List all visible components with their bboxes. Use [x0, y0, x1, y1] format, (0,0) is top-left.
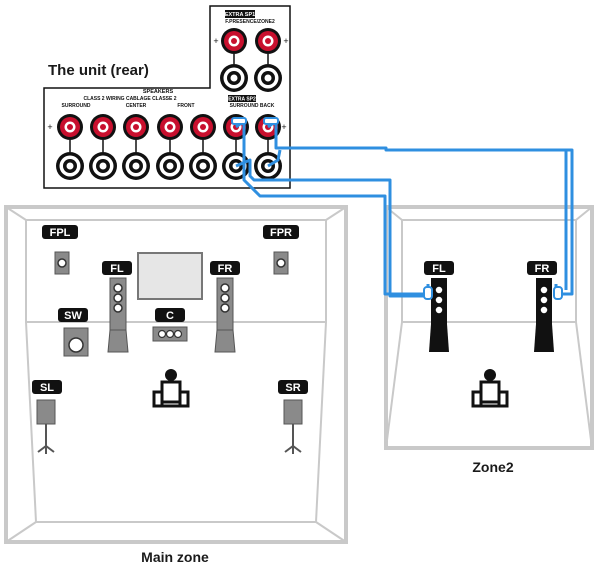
speaker-sl: SL — [32, 380, 62, 455]
zone2-speaker-fl: FL — [424, 261, 454, 353]
front-label: FRONT — [177, 103, 194, 109]
speaker-label-sw: SW — [64, 310, 82, 322]
speaker-label-sr: SR — [285, 382, 300, 394]
cable-zone2-fl-minus — [235, 158, 425, 298]
terminal-front-l-plus — [190, 114, 216, 140]
speakers-label: SPEAKERS — [143, 89, 174, 95]
speaker-fpl-icon — [54, 251, 70, 275]
speaker-fr-icon — [214, 277, 236, 353]
terminal-center-minus — [122, 152, 150, 180]
unit-plug-2 — [263, 117, 279, 125]
speaker-fl-icon — [107, 277, 129, 353]
speaker-c: C — [152, 308, 188, 342]
terminal-front-l-minus — [189, 152, 217, 180]
terminal-surround-l-plus — [90, 114, 116, 140]
tv-screen — [137, 252, 203, 300]
terminal-surround-r-plus — [57, 114, 83, 140]
unit-plug-1 — [231, 117, 247, 125]
speaker-tag-sw — [58, 308, 88, 322]
presence-zone2-label: F.PRESENCE/ZONE2 — [225, 19, 275, 25]
speaker-tag-c — [155, 308, 185, 322]
zone2-speaker-tag-fr — [527, 261, 557, 275]
speaker-label-fpr: FPR — [270, 227, 292, 239]
terminal-presence-l-minus — [220, 64, 248, 92]
speaker-label-fpl: FPL — [50, 227, 71, 239]
zone2-label: Zone2 — [472, 459, 514, 475]
svg-text:+: + — [213, 36, 218, 46]
speaker-fpr: FPR — [263, 225, 299, 275]
svg-text:+: + — [283, 36, 288, 46]
cable-zone2-fr-minus — [267, 149, 282, 168]
surround-back-label: SURROUND BACK — [230, 103, 275, 109]
terminal-center-plus — [123, 114, 149, 140]
terminal-front-r-minus — [156, 152, 184, 180]
zone2-speaker-fr: FR — [527, 261, 557, 353]
speaker-sw: SW — [58, 308, 89, 357]
speaker-fr: FR — [210, 261, 240, 353]
zone2-speaker-label-fl: FL — [432, 263, 446, 275]
svg-text:+: + — [281, 122, 286, 132]
extra-sp1-label: EXTRA SP1 — [225, 12, 255, 18]
svg-text:+: + — [47, 122, 52, 132]
center-label: CENTER — [126, 103, 147, 109]
speaker-tag-sr — [278, 380, 308, 394]
speaker-fpr-icon — [273, 251, 289, 275]
zone2-speaker-label-fr: FR — [535, 263, 550, 275]
speaker-tag-sl — [32, 380, 62, 394]
speaker-tag-fpr — [263, 225, 299, 239]
zone2-fr-connector — [553, 286, 563, 300]
speaker-tag-fpl — [42, 225, 78, 239]
extra-sp2-label: EXTRA SP2 — [228, 97, 256, 103]
speaker-label-fr: FR — [218, 263, 233, 275]
terminal-surround-l-minus — [89, 152, 117, 180]
zone2-fl-connector — [423, 286, 433, 300]
speaker-fpl: FPL — [42, 225, 78, 275]
zone2-speaker-fr-icon — [533, 277, 555, 353]
cable-zone2-fl-plus — [235, 119, 430, 296]
terminal-presence-r-plus — [255, 28, 281, 54]
receiver-rear-panel: EXTRA SP1 F.PRESENCE/ZONE2 + + SPEAKERS … — [43, 5, 291, 189]
speaker-label-c: C — [166, 310, 174, 322]
zone2-room — [384, 205, 594, 450]
speaker-fl: FL — [102, 261, 132, 353]
class2-wiring-label: CLASS 2 WIRING CABLAGE CLASSE 2 — [83, 96, 176, 102]
terminal-surround-r-minus — [56, 152, 84, 180]
speaker-label-fl: FL — [110, 263, 124, 275]
speaker-tag-fl — [102, 261, 132, 275]
speaker-sr: SR — [278, 380, 308, 455]
speaker-label-sl: SL — [40, 382, 54, 394]
unit-rear-label: The unit (rear) — [48, 62, 149, 79]
main-zone-label: Main zone — [141, 549, 209, 565]
speaker-tag-fr — [210, 261, 240, 275]
terminal-presence-r-minus — [254, 64, 282, 92]
terminal-presence-l-plus — [221, 28, 247, 54]
terminal-front-r-plus — [157, 114, 183, 140]
surround-label: SURROUND — [62, 103, 91, 109]
zone2-speaker-tag-fl — [424, 261, 454, 275]
